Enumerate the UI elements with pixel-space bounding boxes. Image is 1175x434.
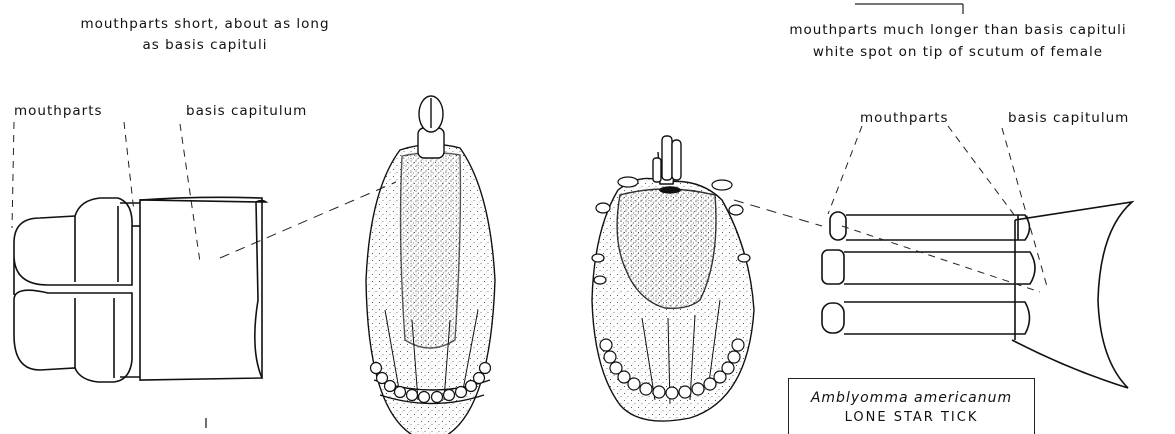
species-name: Amblyomma americanum: [789, 390, 1034, 406]
left-capitulum-diagram: [14, 197, 266, 382]
common-name: LONE STAR TICK: [789, 410, 1034, 425]
left-label-leaders: [12, 122, 200, 262]
right-tick-body: [592, 136, 754, 421]
right-connector-line: [734, 200, 822, 226]
right-capitulum-diagram: [822, 202, 1132, 388]
species-label-box: Amblyomma americanum LONE STAR TICK: [788, 378, 1035, 434]
